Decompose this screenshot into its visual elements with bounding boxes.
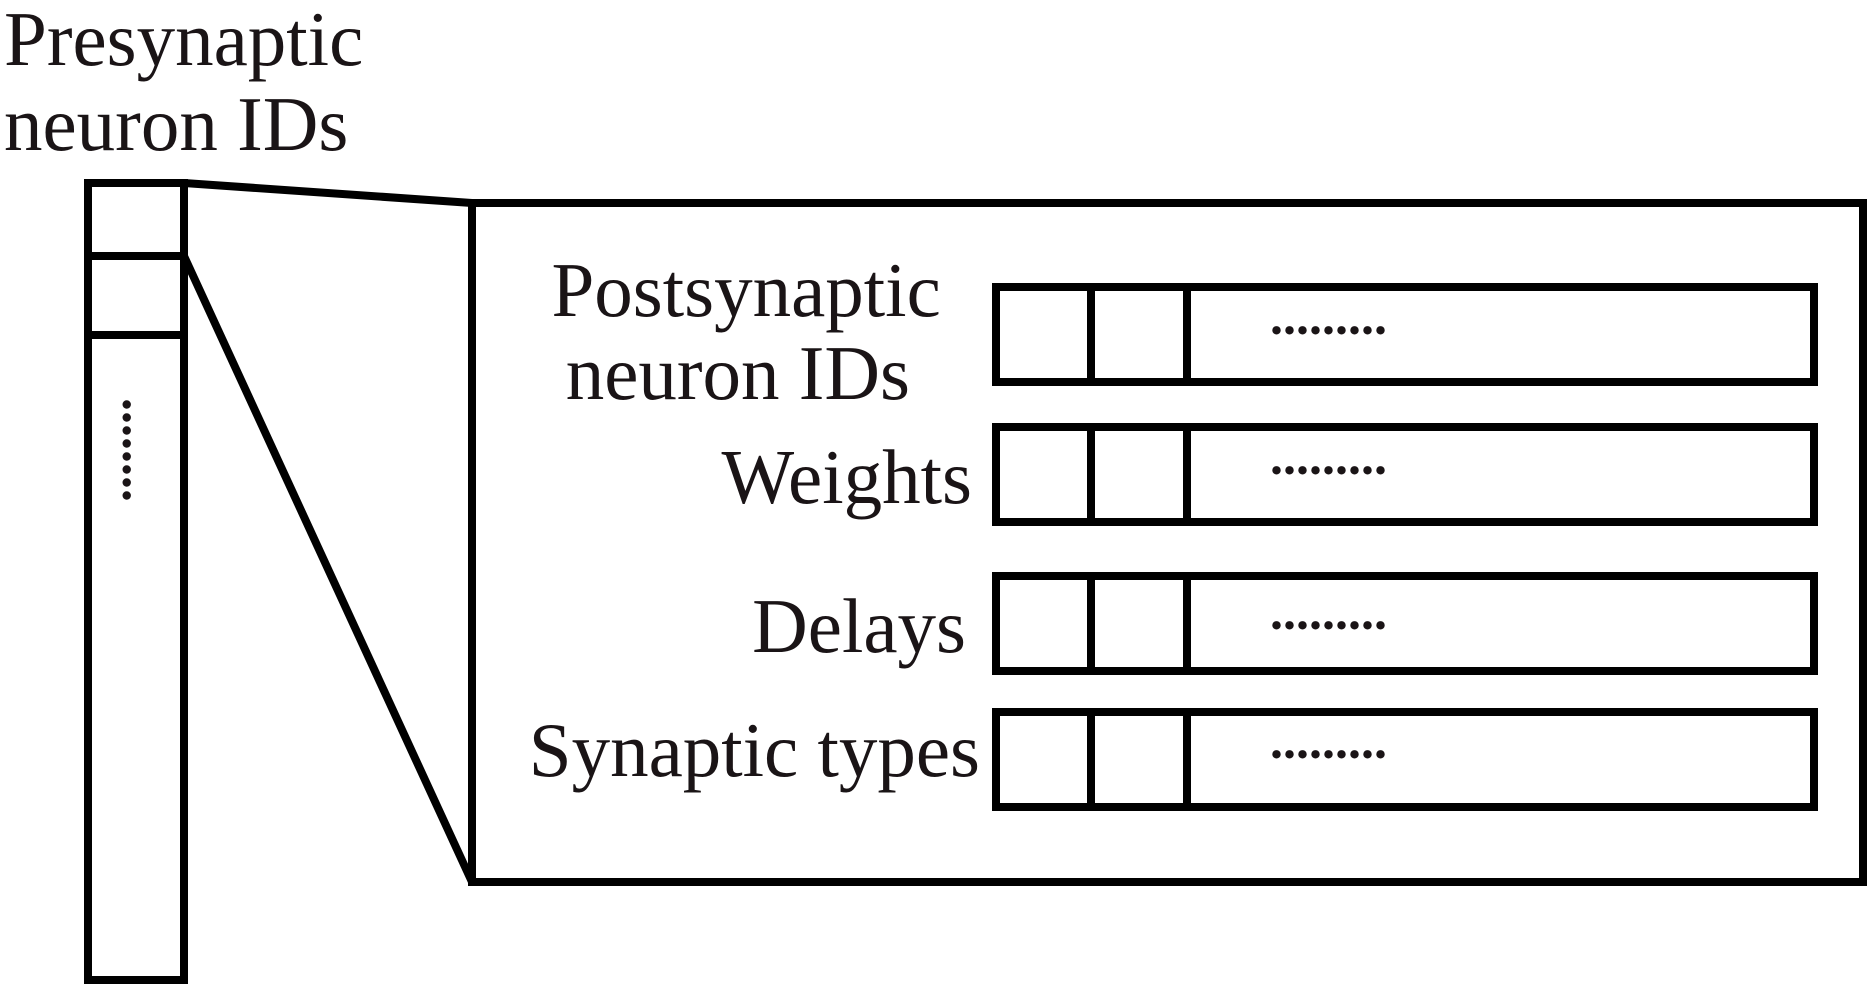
field-label-postsynaptic-line-2: neuron IDs	[566, 330, 910, 416]
field-label-synaptic-types: Synaptic types	[529, 707, 980, 793]
field-label-delays: Delays	[752, 583, 966, 669]
field-label-delays-line-1: Delays	[752, 583, 966, 669]
presynaptic-label-line-2: neuron IDs	[4, 81, 348, 167]
field-row-delays: Delays .........	[752, 572, 1818, 675]
field-label-weights-line-1: Weights	[722, 434, 972, 520]
field-bar-weights	[992, 423, 1818, 526]
zoom-line-bottom	[180, 254, 476, 884]
field-label-synaptic-types-line-1: Synaptic types	[529, 707, 980, 793]
presynaptic-label: Presynaptic neuron IDs	[4, 0, 383, 167]
presynaptic-column-outline	[84, 179, 188, 984]
presynaptic-column: ........	[84, 179, 188, 984]
field-row-synaptic-types: Synaptic types .........	[529, 707, 1818, 811]
field-ellipsis-weights: .........	[1270, 429, 1387, 486]
field-ellipsis-synaptic-types: .........	[1270, 713, 1387, 770]
column-ellipsis-text: ........	[111, 398, 168, 502]
field-bar-postsynaptic	[992, 283, 1818, 386]
column-ellipsis: ........	[111, 398, 168, 502]
presynaptic-label-line-1: Presynaptic	[4, 0, 363, 82]
field-label-postsynaptic-line-1: Postsynaptic	[551, 247, 940, 333]
field-bar-synaptic-types	[992, 708, 1818, 811]
synapse-detail-panel	[468, 199, 1867, 886]
field-label-postsynaptic: Postsynaptic neuron IDs	[551, 247, 960, 416]
field-label-weights: Weights	[722, 434, 972, 520]
field-row-postsynaptic: Postsynaptic neuron IDs .........	[551, 247, 1818, 416]
field-bar-delays	[992, 572, 1818, 675]
field-row-weights: Weights .........	[722, 423, 1818, 526]
field-ellipsis-postsynaptic: .........	[1270, 289, 1387, 346]
zoom-line-top	[183, 179, 473, 207]
field-ellipsis-delays: .........	[1270, 584, 1387, 641]
